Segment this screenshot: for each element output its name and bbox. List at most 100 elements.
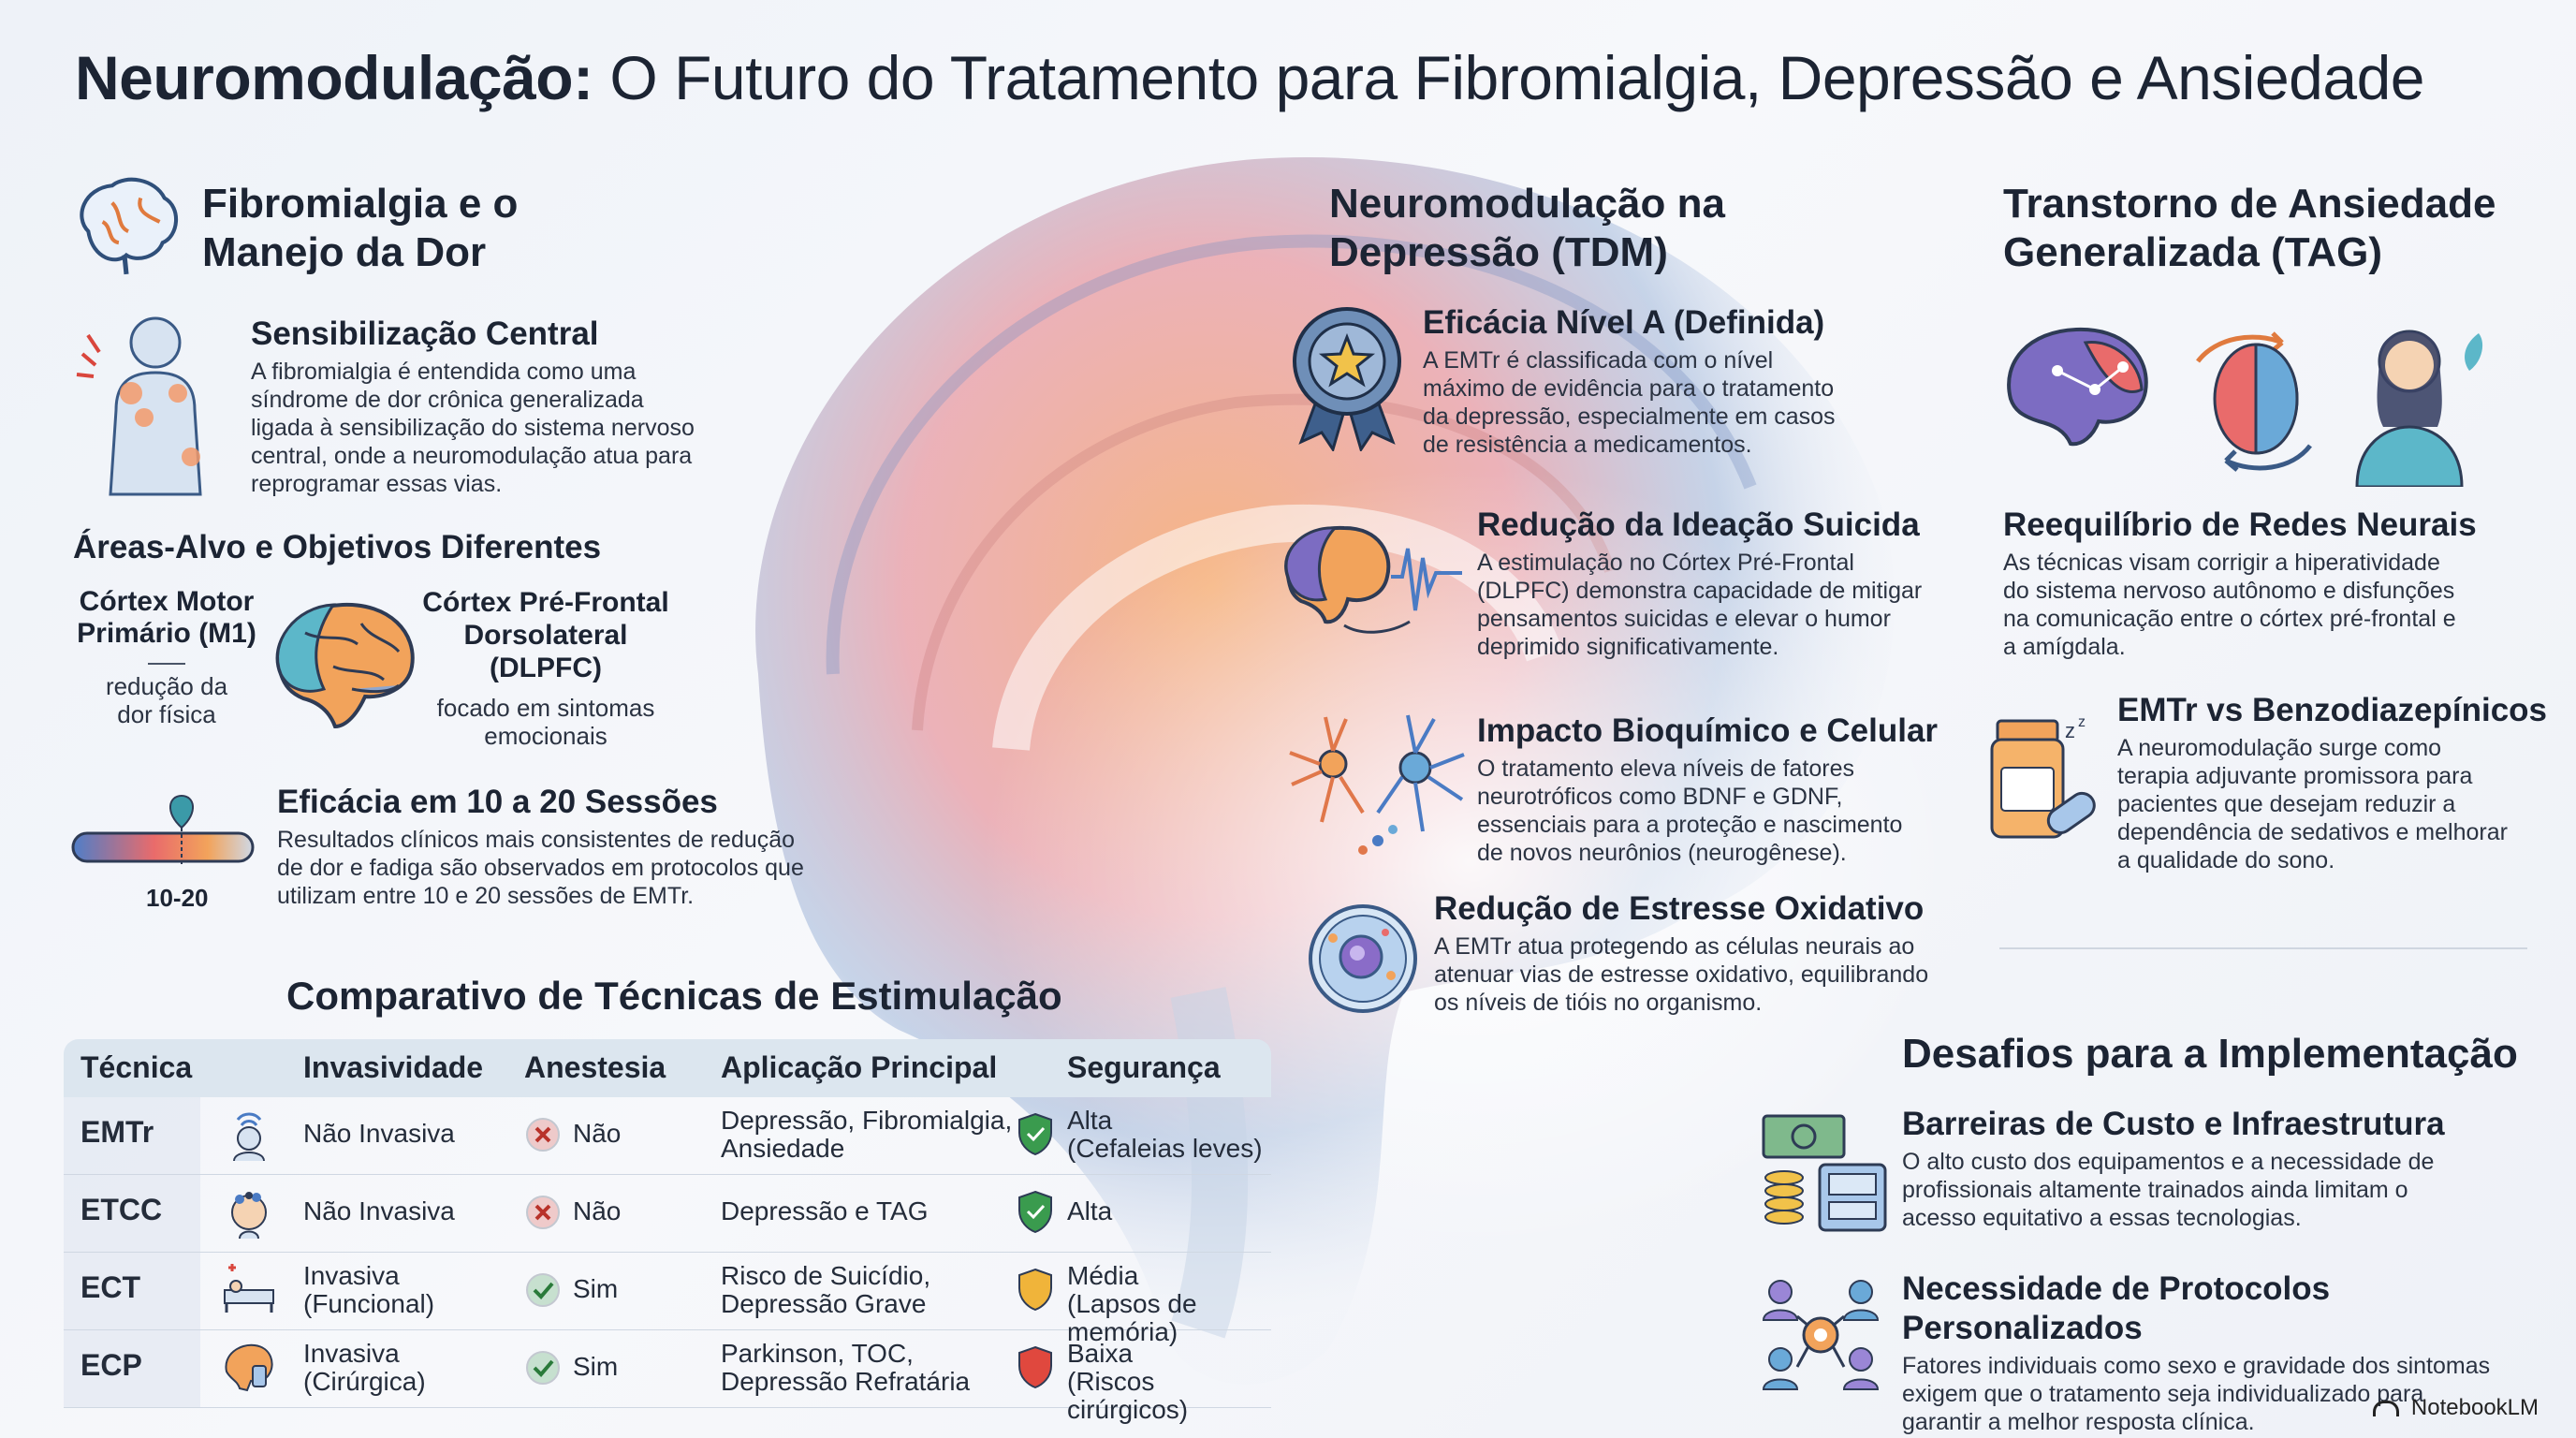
fibro-heading-line2: Manejo da Dor <box>202 229 487 275</box>
body-pain-icon <box>76 316 202 496</box>
rebalance-line: As técnicas visam corrigir a hiperativid… <box>2003 550 2440 576</box>
brand-text: NotebookLM <box>2410 1395 2539 1420</box>
rebalance-line: do sistema nervoso autônomo e disfunções <box>2003 578 2455 604</box>
safety-cell: Média(Lapsos de memória) <box>1067 1262 1271 1346</box>
people-network-icon <box>1762 1280 1880 1390</box>
invasiveness-line1: Não Invasiva <box>303 1119 455 1148</box>
cost-line: acesso equitativo a essas tecnologias. <box>1902 1205 2302 1231</box>
dlpfc-label-1: Córtex Pré-Frontal <box>422 587 669 618</box>
levelA-line: de resistência a medicamentos. <box>1423 432 1752 458</box>
levelA-title: Eficácia Nível A (Definida) <box>1423 304 1825 341</box>
application-line1: Parkinson, TOC, <box>721 1339 914 1368</box>
col-header-invasividade: Invasividade <box>303 1050 484 1084</box>
sens-block: Sensibilização Central A fibromialgia é … <box>251 315 695 498</box>
dlpfc-label-3: (DLPFC) <box>490 653 602 683</box>
benzo-line: a qualidade do sono. <box>2117 847 2335 873</box>
invasiveness-cell: Invasiva(Funcional) <box>303 1262 434 1318</box>
protocols-block: Necessidade de Protocolos Personalizados… <box>1902 1269 2576 1436</box>
oxid-title: Redução de Estresse Oxidativo <box>1434 890 1925 927</box>
sens-title: Sensibilização Central <box>251 315 599 352</box>
efficacy-line: de dor e fadiga são observados em protoc… <box>277 855 804 881</box>
biochem-line: O tratamento eleva níveis de fatores <box>1477 756 1854 782</box>
biochem-line: essenciais para a proteção e nascimento <box>1477 812 1903 838</box>
protocols-line: Fatores individuais como sexo e gravidad… <box>1902 1353 2491 1379</box>
rebalance-line: na comunicação entre o córtex pré-fronta… <box>2003 606 2456 632</box>
technique-name: ECP <box>80 1348 142 1382</box>
invasiveness-cell: Não Invasiva <box>303 1197 455 1225</box>
neurons-icon <box>1289 714 1465 855</box>
m1-divider <box>148 663 185 665</box>
suicide-text: A estimulação no Córtex Pré-Frontal (DLP… <box>1477 549 1922 661</box>
anxiety-heading-line1: Transtorno de Ansiedade <box>2003 181 2496 227</box>
biochem-block: Impacto Bioquímico e Celular O tratament… <box>1477 712 1938 867</box>
oxid-line: os níveis de tióis no organismo. <box>1434 990 1763 1016</box>
dlpfc-desc-2: emocionais <box>484 722 607 750</box>
safety-line1: Alta <box>1067 1106 1113 1135</box>
efficacy-text: Resultados clínicos mais consistentes de… <box>277 826 804 910</box>
levelA-line: A EMTr é classificada com o nível <box>1423 347 1774 374</box>
application-line1: Depressão e TAG <box>721 1196 929 1225</box>
protocols-title: Necessidade de Protocolos Personalizados <box>1902 1270 2331 1346</box>
fibro-heading: Fibromialgia e o Manejo da Dor <box>202 180 518 277</box>
svg-text:z: z <box>2078 714 2086 730</box>
benzo-line: A neuromodulação surge como <box>2117 735 2442 761</box>
cross-icon <box>524 1116 562 1159</box>
rebalance-title: Reequilíbrio de Redes Neurais <box>2003 506 2477 543</box>
safety-line1: Média <box>1067 1261 1139 1290</box>
safety-line2: (Lapsos de memória) <box>1067 1289 1197 1346</box>
efficacy-block: Eficácia em 10 a 20 Sessões Resultados c… <box>277 783 804 910</box>
application-cell: Depressão, Fibromialgia,Ansiedade <box>721 1107 1012 1163</box>
dlpfc-desc-1: focado em sintomas <box>436 694 655 722</box>
benzo-line: terapia adjuvante promissora para <box>2117 763 2473 789</box>
protocols-text: Fatores individuais como sexo e gravidad… <box>1902 1352 2576 1436</box>
benzo-text: A neuromodulação surge como terapia adju… <box>2117 734 2547 874</box>
m1-block: Córtex Motor Primário (M1) redução da do… <box>64 586 270 728</box>
efficacy-line: utilizam entre 10 e 20 sessões de EMTr. <box>277 883 695 909</box>
cross-icon <box>524 1194 562 1237</box>
technique-cell-bg <box>64 1330 200 1407</box>
hospital-bed-icon <box>221 1262 277 1324</box>
brain-cycle-icon <box>2007 327 2483 487</box>
money-server-icon <box>1762 1114 1887 1232</box>
benzo-line: dependência de sedativos e melhorar <box>2117 819 2508 845</box>
invasiveness-line1: Invasiva <box>303 1261 400 1290</box>
suicide-line: deprimido significativamente. <box>1477 634 1779 660</box>
benzo-block: EMTr vs Benzodiazepínicos A neuromodulaç… <box>2117 691 2547 874</box>
dlpfc-block: Córtex Pré-Frontal Dorsolateral (DLPFC) … <box>410 586 681 750</box>
biochem-text: O tratamento eleva níveis de fatores neu… <box>1477 755 1938 867</box>
brain-icon <box>80 177 179 275</box>
cost-block: Barreiras de Custo e Infraestrutura O al… <box>1902 1105 2445 1232</box>
title-rest: O Futuro do Tratamento para Fibromialgia… <box>609 43 2424 112</box>
session-slider-icon <box>71 794 255 867</box>
depression-heading-line1: Neuromodulação na <box>1329 181 1725 227</box>
invasiveness-cell: Invasiva(Cirúrgica) <box>303 1340 426 1396</box>
sens-text: A fibromialgia é entendida como uma sínd… <box>251 358 695 498</box>
invasiveness-cell: Não Invasiva <box>303 1120 455 1148</box>
levelA-line: máximo de evidência para o tratamento <box>1423 375 1835 402</box>
levelA-block: Eficácia Nível A (Definida) A EMTr é cla… <box>1423 303 1836 459</box>
biochem-line: de novos neurônios (neurogênese). <box>1477 840 1847 866</box>
sens-line: central, onde a neuromodulação atua para <box>251 443 693 469</box>
page-title: Neuromodulação: O Futuro do Tratamento p… <box>75 39 2424 116</box>
oxid-block: Redução de Estresse Oxidativo A EMTr atu… <box>1434 889 1928 1017</box>
oxid-line: atenuar vias de estresse oxidativo, equi… <box>1434 961 1929 988</box>
cost-title: Barreiras de Custo e Infraestrutura <box>1902 1106 2445 1142</box>
svg-text:z: z <box>2065 719 2075 742</box>
protocols-line: exigem que o tratamento seja individuali… <box>1902 1381 2424 1407</box>
application-line1: Risco de Suicídio, <box>721 1261 931 1290</box>
section-divider <box>1999 947 2527 949</box>
technique-name: ETCC <box>80 1193 163 1226</box>
oxid-line: A EMTr atua protegendo as células neurai… <box>1434 933 1915 960</box>
m1-desc-1: redução da <box>105 672 228 700</box>
m1-label-1: Córtex Motor <box>79 586 255 617</box>
brain-implant-icon <box>221 1340 277 1401</box>
anesthesia-value: Sim <box>573 1352 619 1381</box>
efficacy-title: Eficácia em 10 a 20 Sessões <box>277 784 718 820</box>
oxid-text: A EMTr atua protegendo as células neurai… <box>1434 932 1928 1017</box>
title-bold: Neuromodulação: <box>75 43 593 112</box>
anesthesia-value: Sim <box>573 1274 619 1303</box>
